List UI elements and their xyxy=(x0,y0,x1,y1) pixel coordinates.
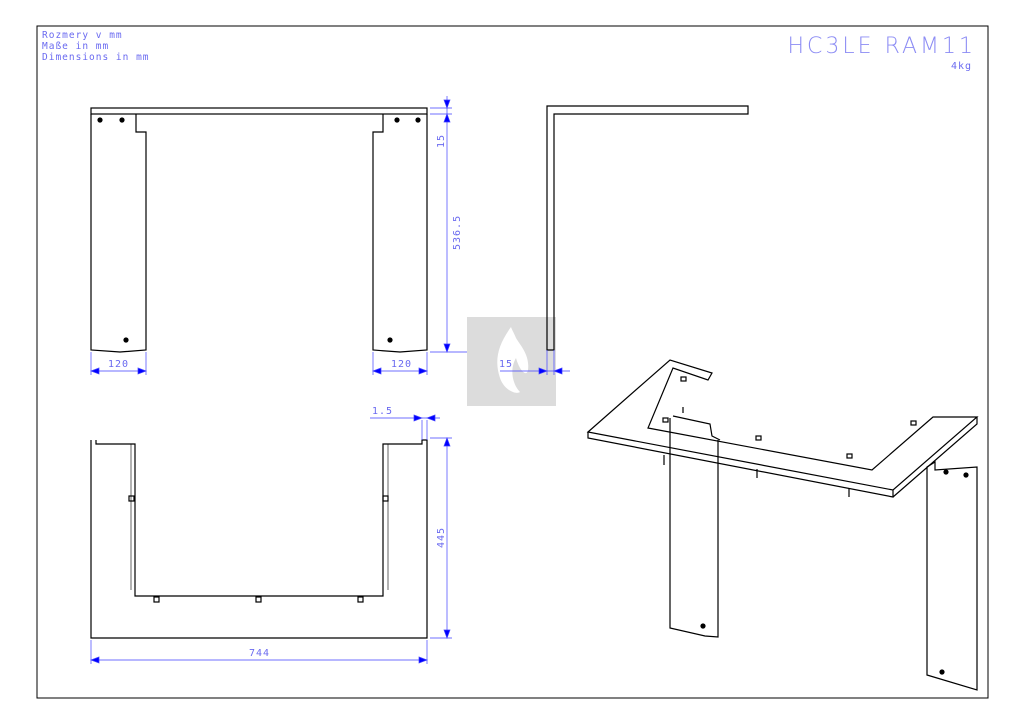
dim-leg-width-left: 120 xyxy=(108,359,130,370)
isometric-view xyxy=(586,359,979,691)
drawing-title: HC3LE RAM11 xyxy=(787,34,976,59)
drawing-border xyxy=(36,25,989,699)
flame-icon xyxy=(467,317,556,406)
dim-depth: 445 xyxy=(436,526,447,548)
weight-label: 4kg xyxy=(950,61,972,72)
top-view xyxy=(90,439,428,639)
dim-side-flange: 15 xyxy=(499,359,514,370)
front-view xyxy=(90,107,428,353)
units-notes: Rozmery v mm Maße in mm Dimensions in mm xyxy=(42,30,150,63)
units-note-de: Maße in mm xyxy=(42,41,110,52)
side-view xyxy=(546,105,749,351)
dim-width: 744 xyxy=(249,648,271,659)
dim-leg-width-right: 120 xyxy=(391,359,413,370)
dim-top-flange: 15 xyxy=(436,133,447,148)
dimension-lines xyxy=(90,96,570,664)
dim-leg-height: 536.5 xyxy=(452,214,463,250)
units-note-sk: Rozmery v mm xyxy=(42,30,123,41)
units-note-en: Dimensions in mm xyxy=(42,52,150,63)
dim-wall-thickness: 1.5 xyxy=(372,406,394,417)
